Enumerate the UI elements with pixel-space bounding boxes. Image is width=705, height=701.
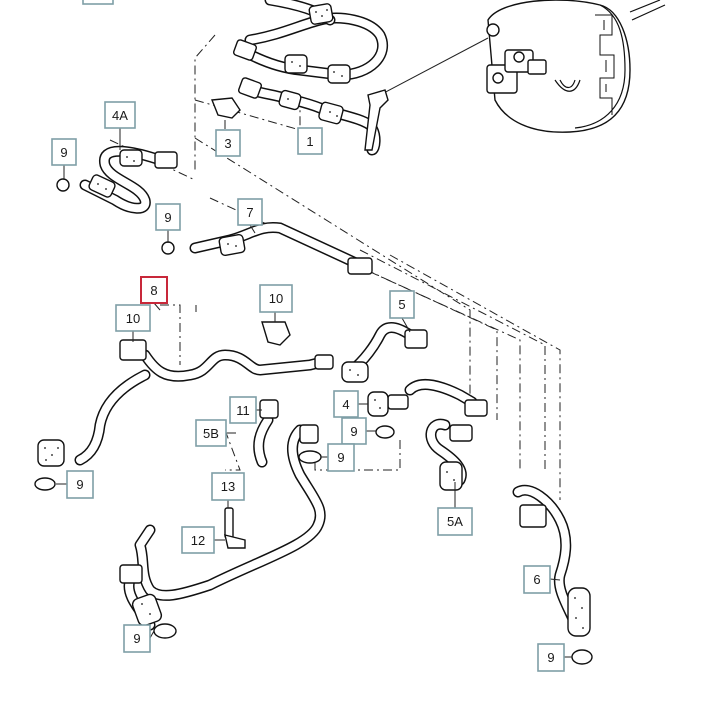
callout-4-label: 4 (342, 397, 349, 412)
callout-1-label: 1 (306, 134, 313, 149)
callout-9-b-label: 9 (164, 210, 171, 225)
callout-8-label: 8 (150, 283, 157, 298)
callout-9-d[interactable]: 9 (327, 443, 355, 472)
callout-partial-top (82, 0, 114, 5)
callout-5a[interactable]: 5A (437, 507, 473, 536)
callout-10-b-label: 10 (269, 291, 283, 306)
callout-12[interactable]: 12 (181, 526, 215, 554)
callout-5[interactable]: 5 (389, 290, 415, 319)
callout-9-f[interactable]: 9 (123, 624, 151, 653)
callout-3-label: 3 (224, 136, 231, 151)
callout-13[interactable]: 13 (211, 472, 245, 501)
callout-9-b[interactable]: 9 (155, 203, 181, 231)
callout-5b-label: 5B (203, 426, 219, 441)
callout-9-e-label: 9 (76, 477, 83, 492)
hose-sleeves (37, 3, 591, 637)
callout-4a-label: 4A (112, 108, 128, 123)
callout-9-g-label: 9 (547, 650, 554, 665)
fittings (34, 39, 593, 665)
callouts: 1 3 4A 9 9 7 8 10 (51, 0, 565, 672)
callout-7-label: 7 (246, 205, 253, 220)
callout-5b[interactable]: 5B (195, 419, 227, 447)
callout-6[interactable]: 6 (523, 565, 551, 594)
callout-9-a[interactable]: 9 (51, 138, 77, 166)
callout-9-a-label: 9 (60, 145, 67, 160)
callout-3[interactable]: 3 (215, 129, 241, 157)
callout-10-a[interactable]: 10 (115, 304, 151, 332)
callout-7[interactable]: 7 (237, 198, 263, 226)
callout-6-label: 6 (533, 572, 540, 587)
callout-13-label: 13 (221, 479, 235, 494)
callout-9-c-label: 9 (350, 424, 357, 439)
callout-10-b[interactable]: 10 (259, 284, 293, 313)
callout-1[interactable]: 1 (297, 127, 323, 155)
callout-9-g[interactable]: 9 (537, 643, 565, 672)
brake-booster (379, 0, 666, 133)
callout-4[interactable]: 4 (333, 390, 359, 418)
callout-9-f-label: 9 (133, 631, 140, 646)
callout-11[interactable]: 11 (229, 396, 257, 424)
callout-5a-label: 5A (447, 514, 463, 529)
callout-9-c[interactable]: 9 (341, 417, 367, 445)
callout-4a[interactable]: 4A (104, 101, 136, 129)
callout-leaders (56, 128, 572, 658)
callout-8[interactable]: 8 (140, 276, 168, 304)
callout-12-label: 12 (191, 533, 205, 548)
callout-9-e[interactable]: 9 (66, 470, 94, 499)
callout-9-d-label: 9 (337, 450, 344, 465)
callout-11-label: 11 (236, 403, 250, 418)
callout-10-a-label: 10 (126, 311, 140, 326)
callout-5-label: 5 (398, 297, 405, 312)
